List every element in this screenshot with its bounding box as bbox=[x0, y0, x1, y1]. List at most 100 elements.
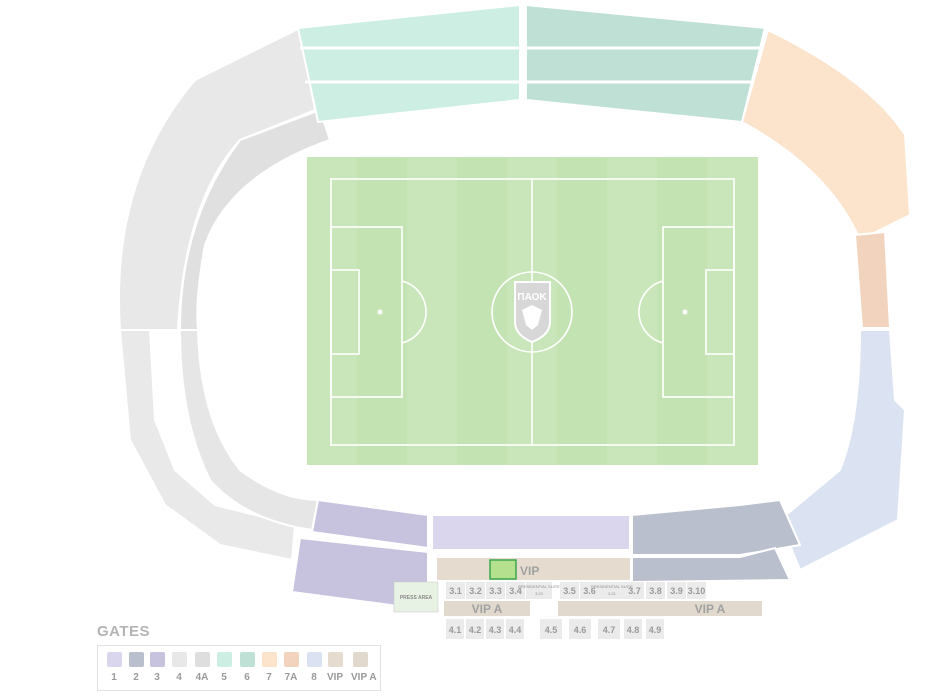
east-stand-gate-7[interactable] bbox=[740, 28, 912, 242]
gate-legend-item[interactable]: 5 bbox=[215, 652, 233, 683]
section-label: 4.2 bbox=[469, 625, 482, 635]
section-label: 3.3 bbox=[489, 586, 502, 596]
vip-label: VIP bbox=[520, 564, 539, 578]
logo-text: ΠΑΟΚ bbox=[517, 292, 547, 303]
gate-swatch bbox=[283, 652, 299, 667]
gate-swatch bbox=[149, 652, 165, 667]
section-label: 4.5 bbox=[545, 625, 558, 635]
gate-legend-item[interactable]: 6 bbox=[238, 652, 256, 683]
suite-label: PRESIDENTIAL SUITE bbox=[518, 584, 560, 589]
suite-number: 3.20 bbox=[535, 591, 544, 596]
gate-swatch bbox=[216, 652, 232, 667]
section-box[interactable]: 3.8 bbox=[646, 582, 665, 599]
section-box[interactable]: 4.9 bbox=[646, 619, 664, 639]
section-label: 4.4 bbox=[509, 625, 522, 635]
press-area[interactable] bbox=[393, 581, 439, 613]
gate-legend-item[interactable]: 7 bbox=[260, 652, 278, 683]
gate-swatch bbox=[194, 652, 210, 667]
section-box[interactable]: 3.5 bbox=[560, 582, 579, 599]
vip-a-right[interactable] bbox=[558, 601, 762, 616]
west-lower-stand[interactable] bbox=[178, 108, 332, 331]
section-label: 3.6 bbox=[583, 586, 596, 596]
east-stand-gate-7a[interactable] bbox=[853, 230, 892, 329]
gate-legend-item[interactable]: VIP A bbox=[351, 652, 377, 683]
gate-swatch bbox=[171, 652, 187, 667]
gates-title: GATES bbox=[97, 623, 151, 640]
gate-label: 2 bbox=[133, 672, 139, 683]
section-box[interactable]: 3.3 bbox=[486, 582, 505, 599]
section-box[interactable]: 3.6 bbox=[580, 582, 599, 599]
section-label: 3.9 bbox=[670, 586, 683, 596]
section-label: 4.3 bbox=[489, 625, 502, 635]
section-label: 3.1 bbox=[449, 586, 462, 596]
section-box[interactable]: 4.3 bbox=[486, 619, 504, 639]
gate-label: 4 bbox=[176, 672, 182, 683]
gate-legend-item[interactable]: 4A bbox=[193, 652, 211, 683]
section-box[interactable]: 3.4 bbox=[506, 582, 525, 599]
section-label: 4.8 bbox=[627, 625, 640, 635]
gate-swatch bbox=[327, 652, 343, 667]
gate-legend-item[interactable]: VIP bbox=[326, 652, 344, 683]
presidential-suite[interactable]: PRESIDENTIAL SUITE 3.21 bbox=[591, 582, 633, 599]
gate-label: 8 bbox=[311, 672, 317, 683]
east-stand-gate-8[interactable] bbox=[778, 329, 907, 572]
section-box[interactable]: 3.10 bbox=[687, 582, 706, 599]
section-box[interactable]: 4.1 bbox=[446, 619, 464, 639]
paok-logo: ΠΑΟΚ bbox=[514, 281, 551, 344]
section-box[interactable]: 3.2 bbox=[466, 582, 485, 599]
gate-swatch bbox=[106, 652, 122, 667]
section-label: 3.7 bbox=[628, 586, 641, 596]
south-stand-gate-2[interactable] bbox=[631, 498, 802, 556]
gate-label: 7A bbox=[284, 672, 298, 683]
section-box[interactable]: 3.9 bbox=[667, 582, 686, 599]
section-box[interactable]: 4.8 bbox=[624, 619, 642, 639]
gate-swatch bbox=[261, 652, 277, 667]
south-stand-gate-1[interactable] bbox=[431, 514, 631, 551]
section-box[interactable]: 4.4 bbox=[506, 619, 524, 639]
vip-section[interactable] bbox=[437, 558, 630, 580]
gate-label: 1 bbox=[111, 672, 117, 683]
section-box[interactable]: 4.7 bbox=[598, 619, 620, 639]
gate-label: VIP A bbox=[351, 672, 377, 683]
gate-legend-item[interactable]: 2 bbox=[127, 652, 145, 683]
section-box[interactable]: 4.6 bbox=[569, 619, 591, 639]
gate-swatch bbox=[128, 652, 144, 667]
gate-legend-item[interactable]: 1 bbox=[105, 652, 123, 683]
vip-a-left-label: VIP A bbox=[472, 602, 503, 616]
section-label: 3.4 bbox=[509, 586, 522, 596]
suite-label: PRESIDENTIAL SUITE bbox=[591, 584, 633, 589]
gate-legend-item[interactable]: 4 bbox=[170, 652, 188, 683]
gate-swatch bbox=[352, 652, 368, 667]
gate-label: 6 bbox=[244, 672, 250, 683]
section-label: 4.6 bbox=[574, 625, 587, 635]
suite-number: 3.21 bbox=[608, 591, 617, 596]
gate-label: VIP bbox=[326, 672, 344, 683]
section-box[interactable]: 4.2 bbox=[466, 619, 484, 639]
presidential-suite[interactable]: PRESIDENTIAL SUITE 3.20 bbox=[518, 582, 560, 599]
gate-legend-item[interactable]: 8 bbox=[305, 652, 323, 683]
gate-legend-item[interactable]: 7A bbox=[282, 652, 300, 683]
section-label: 3.2 bbox=[469, 586, 482, 596]
gate-swatch bbox=[239, 652, 255, 667]
section-box[interactable]: 3.1 bbox=[446, 582, 465, 599]
gate-swatch bbox=[306, 652, 322, 667]
gates-legend: 1 2 3 4 4A 5 6 7 7A 8 VIP VIP A bbox=[97, 645, 381, 691]
gate-label: 7 bbox=[266, 672, 272, 683]
gate-label: 4A bbox=[195, 672, 209, 683]
vip-a-right-label: VIP A bbox=[695, 602, 726, 616]
north-stand-gate-6[interactable] bbox=[525, 3, 767, 124]
section-box[interactable]: 3.7 bbox=[625, 582, 644, 599]
gate-label: 5 bbox=[221, 672, 227, 683]
south-stand-gate-3[interactable] bbox=[310, 498, 429, 550]
north-stand-gate-5[interactable] bbox=[296, 3, 521, 124]
vip-a-left[interactable] bbox=[444, 601, 530, 616]
selected-seat-block[interactable] bbox=[489, 559, 517, 580]
gate-legend-item[interactable]: 3 bbox=[148, 652, 166, 683]
south-stand-gate-2-lower[interactable] bbox=[631, 546, 792, 584]
section-box[interactable]: 4.5 bbox=[540, 619, 562, 639]
section-label: 4.1 bbox=[449, 625, 462, 635]
section-label: 4.7 bbox=[603, 625, 616, 635]
gate-label: 3 bbox=[154, 672, 160, 683]
section-label: 3.8 bbox=[649, 586, 662, 596]
